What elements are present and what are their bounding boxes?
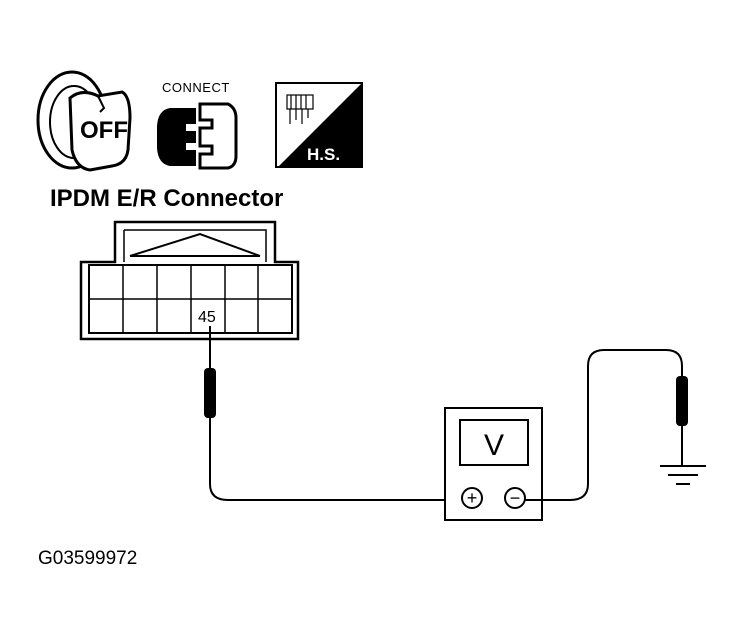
hs-label: H.S. — [307, 145, 340, 164]
positive-terminal-label: + — [467, 488, 478, 508]
negative-probe — [525, 349, 688, 501]
connect-label: CONNECT — [162, 80, 230, 95]
ipdm-connector — [79, 220, 300, 341]
ground-icon — [660, 465, 706, 485]
connector-title: IPDM E/R Connector — [50, 185, 283, 212]
figure-code: G03599972 — [38, 548, 137, 569]
negative-terminal-label: − — [510, 488, 521, 508]
ignition-key-off-icon: OFF — [36, 70, 132, 172]
pin-45-label: 45 — [198, 309, 216, 326]
voltmeter: V + − — [444, 407, 543, 521]
off-label: OFF — [80, 117, 128, 144]
harness-side-icon: H.S. — [275, 82, 363, 168]
connector-connect-icon: CONNECT — [157, 80, 238, 170]
positive-probe — [204, 326, 445, 501]
voltmeter-display-label: V — [484, 429, 504, 462]
